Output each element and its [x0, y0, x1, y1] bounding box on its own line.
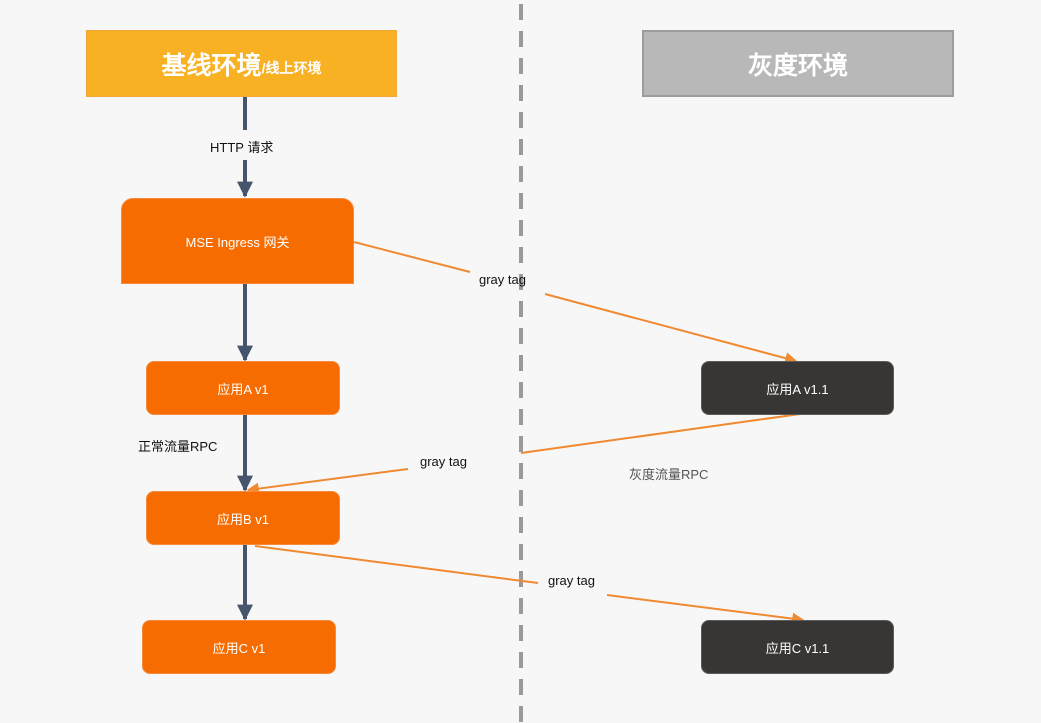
- gray-tag-label-1: gray tag: [479, 272, 526, 287]
- app-c-v1-label: 应用C v1: [212, 640, 266, 656]
- gray-arrow-b-to-c11-start: [254, 545, 539, 584]
- app-a-v1-node[interactable]: 应用A v1: [146, 361, 340, 415]
- app-c-v1-1-label: 应用C v1.1: [765, 640, 830, 656]
- app-a-v1-label: 应用A v1: [217, 381, 269, 397]
- baseline-env-subtitle: /线上环境: [261, 59, 322, 76]
- gray-arrow-gateway-to-a11-end: [544, 293, 798, 365]
- app-c-v1-node[interactable]: 应用C v1: [142, 620, 336, 674]
- gray-tag-label-3: gray tag: [548, 573, 595, 588]
- app-a-v1-1-node[interactable]: 应用A v1.1: [701, 361, 894, 415]
- baseline-environment-header: 基线环境/线上环境: [86, 30, 397, 97]
- gray-environment-header: 灰度环境: [642, 30, 954, 97]
- gray-arrow-gateway-to-a11: [353, 241, 471, 273]
- gray-arrow-b-to-c11-end: [606, 594, 805, 625]
- gray-arrow-a11-to-b-end: [246, 468, 409, 495]
- gray-rpc-label: 灰度流量RPC: [629, 467, 709, 482]
- baseline-env-title: 基线环境: [161, 51, 262, 80]
- app-c-v1-1-node[interactable]: 应用C v1.1: [701, 620, 894, 674]
- app-a-v1-1-label: 应用A v1.1: [766, 381, 829, 397]
- app-b-v1-label: 应用B v1: [216, 511, 269, 527]
- normal-rpc-label: 正常流量RPC: [138, 439, 218, 454]
- gray-arrow-a11-to-b-start: [520, 413, 801, 454]
- http-request-label: HTTP 请求: [210, 140, 274, 155]
- gray-tag-label-2: gray tag: [420, 454, 467, 469]
- gray-env-title: 灰度环境: [747, 51, 848, 80]
- mse-ingress-gateway-node[interactable]: MSE Ingress 网关: [121, 198, 354, 284]
- app-b-v1-node[interactable]: 应用B v1: [146, 491, 340, 545]
- gateway-label: MSE Ingress 网关: [185, 234, 290, 250]
